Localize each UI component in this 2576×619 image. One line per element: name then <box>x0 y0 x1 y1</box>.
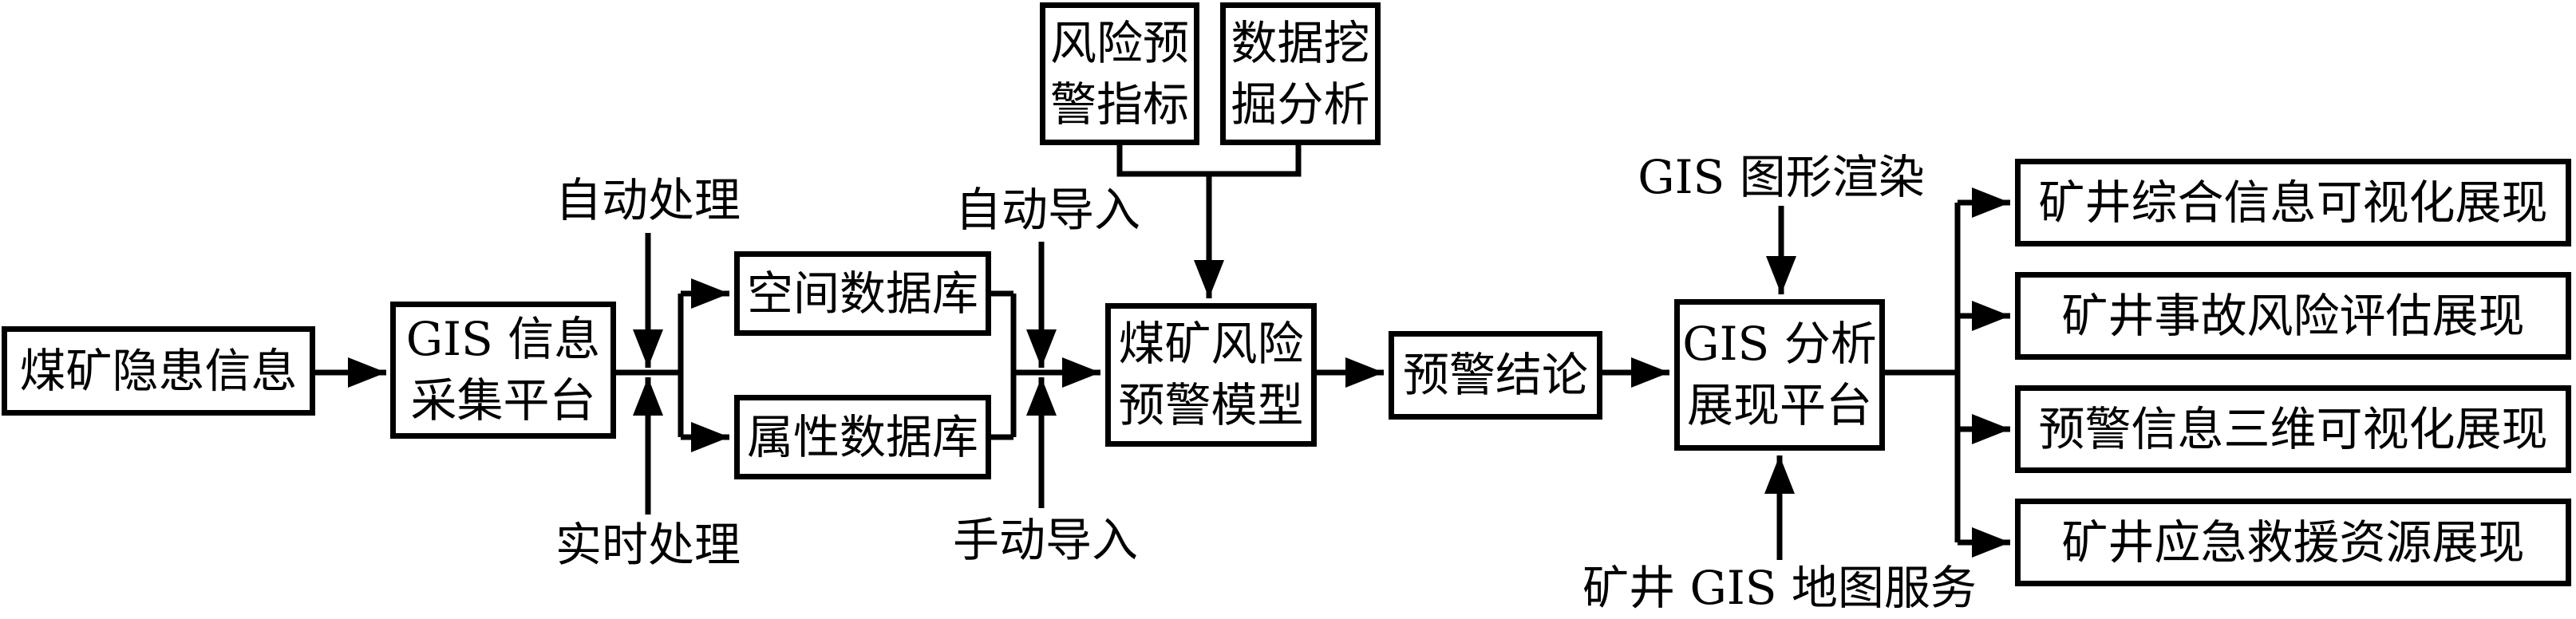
label-mine-gis-map-service: 矿井 GIS 地图服务 <box>1582 561 1977 615</box>
node-data-mining-analysis: 数据挖 掘分析 <box>1220 2 1381 145</box>
node-warning-info-3d-visualization: 预警信息三维可视化展现 <box>2015 385 2571 473</box>
label-auto-processing: 自动处理 <box>555 173 741 227</box>
connector-group <box>315 145 2010 560</box>
label-realtime-processing: 实时处理 <box>555 518 741 572</box>
node-mine-accident-risk-assessment-display: 矿井事故风险评估展现 <box>2015 272 2571 360</box>
node-mine-emergency-rescue-resources-display: 矿井应急救援资源展现 <box>2015 499 2571 586</box>
node-risk-warning-indicator: 风险预 警指标 <box>1040 2 1199 145</box>
node-mine-comprehensive-info-visualization: 矿井综合信息可视化展现 <box>2015 159 2571 246</box>
node-warning-conclusion: 预警结论 <box>1389 331 1602 420</box>
node-gis-analysis-display-platform: GIS 分析 展现平台 <box>1674 299 1885 451</box>
label-auto-import: 自动导入 <box>954 183 1141 237</box>
label-manual-import: 手动导入 <box>952 513 1139 567</box>
node-hazard-info: 煤矿隐患信息 <box>2 326 315 416</box>
node-attribute-database: 属性数据库 <box>734 395 991 479</box>
node-coal-mine-risk-warning-model: 煤矿风险 预警模型 <box>1105 303 1317 447</box>
node-spatial-database: 空间数据库 <box>734 251 991 336</box>
node-gis-collection-platform: GIS 信息 采集平台 <box>390 302 616 439</box>
label-gis-graphics-rendering: GIS 图形渲染 <box>1638 150 1925 204</box>
